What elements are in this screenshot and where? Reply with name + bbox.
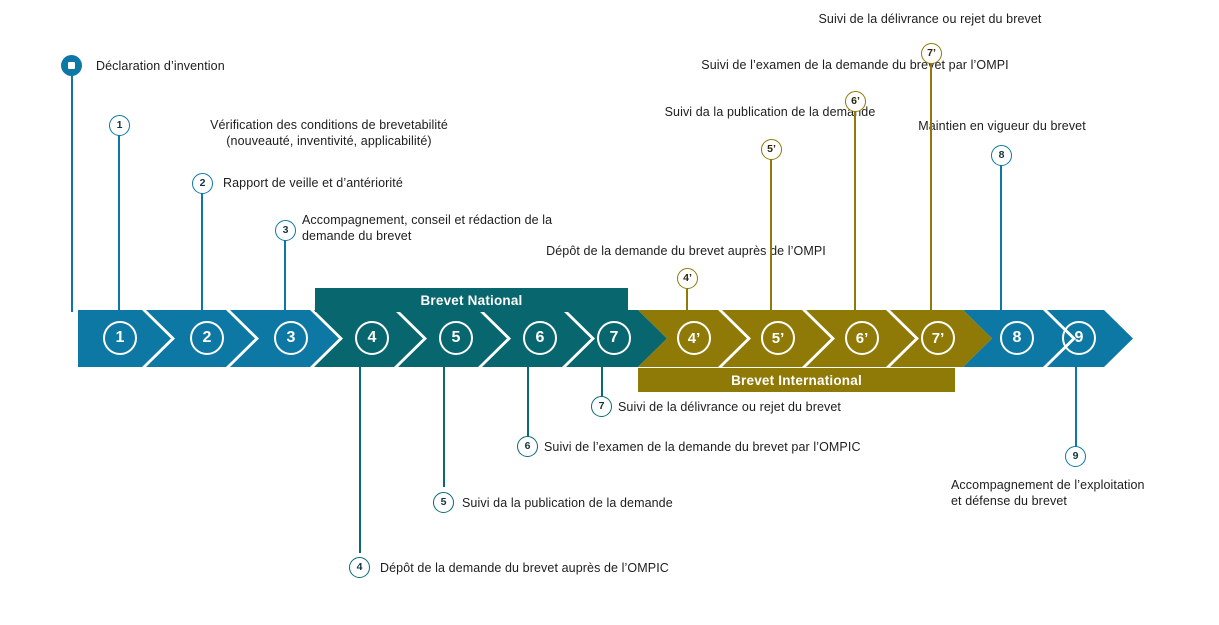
chevron-number-7-text: 7 xyxy=(609,329,619,346)
chevron-number-9: 9 xyxy=(1062,321,1096,355)
callout-marker-8[interactable]: 8 xyxy=(991,145,1012,166)
callout-5-label: Suivi da la publication de la demande xyxy=(462,496,673,510)
chevron-number-5: 5 xyxy=(439,321,473,355)
callout-7-label: Suivi de la délivrance ou rejet du breve… xyxy=(618,400,841,414)
callout-1-label: Vérification des conditions de brevetabi… xyxy=(210,118,448,148)
callout-marker-4-text: 4 xyxy=(356,561,363,574)
callout-marker-2-text: 2 xyxy=(199,177,206,190)
chevron-number-6: 6 xyxy=(523,321,557,355)
chevron-number-3: 3 xyxy=(274,321,308,355)
leader-line-2 xyxy=(201,192,203,312)
chevron-number-8: 8 xyxy=(1000,321,1034,355)
leader-line-7 xyxy=(601,365,603,397)
callout-marker-6p-text: 6’ xyxy=(851,95,860,108)
callout-origin-label: Déclaration d’invention xyxy=(96,59,225,73)
banner-brevet-national: Brevet National xyxy=(315,288,628,312)
callout-marker-5p-text: 5’ xyxy=(767,143,776,156)
callout-marker-7p-text: 7’ xyxy=(927,47,936,60)
banner-brevet-national-label: Brevet National xyxy=(420,292,523,308)
chevron-number-5-text: 5 xyxy=(451,329,461,346)
chevron-number-4: 4 xyxy=(355,321,389,355)
banner-brevet-international: Brevet International xyxy=(638,368,955,392)
callout-marker-3[interactable]: 3 xyxy=(275,220,296,241)
callout-marker-9[interactable]: 9 xyxy=(1065,446,1086,467)
callout-9-label: Accompagnement de l’exploitation et défe… xyxy=(951,478,1145,508)
chevron-number-9-text: 9 xyxy=(1074,329,1084,346)
leader-line-6 xyxy=(527,365,529,437)
leader-line-5p xyxy=(770,158,772,312)
chevron-number-5p: 5’ xyxy=(761,321,795,355)
callout-marker-1[interactable]: 1 xyxy=(109,115,130,136)
leader-line-origin xyxy=(71,72,73,312)
callout-marker-8-text: 8 xyxy=(998,149,1005,162)
chevron-number-8-text: 8 xyxy=(1012,329,1022,346)
callout-marker-7p[interactable]: 7’ xyxy=(921,43,942,64)
origin-dot-inner xyxy=(68,62,75,69)
chevron-number-7p-text: 7’ xyxy=(931,329,945,347)
callout-marker-4[interactable]: 4 xyxy=(349,557,370,578)
leader-line-5 xyxy=(443,365,445,487)
callout-marker-3-text: 3 xyxy=(282,224,289,237)
callout-4-label: Dépôt de la demande du brevet auprès de … xyxy=(380,561,669,575)
callout-marker-5[interactable]: 5 xyxy=(433,492,454,513)
banner-brevet-international-label: Brevet International xyxy=(731,372,862,388)
chevron-number-2-text: 2 xyxy=(202,329,212,346)
callout-6-label: Suivi de l’examen de la demande du breve… xyxy=(544,440,861,454)
callout-2-label: Rapport de veille et d’antériorité xyxy=(223,176,403,190)
leader-line-7p xyxy=(930,62,932,312)
chevron-number-4-text: 4 xyxy=(367,329,377,346)
callout-marker-5-text: 5 xyxy=(440,496,447,509)
callout-marker-4p-text: 4’ xyxy=(683,272,692,285)
callout-3-label: Accompagnement, conseil et rédaction de … xyxy=(302,213,553,243)
callout-6p-label: Suivi de l’examen de la demande du breve… xyxy=(701,58,1009,72)
origin-dot-icon xyxy=(61,55,82,76)
callout-4p-label: Dépôt de la demande du brevet auprès de … xyxy=(546,244,826,258)
callout-7p-label: Suivi de la délivrance ou rejet du breve… xyxy=(818,12,1042,26)
chevron-number-4p-text: 4’ xyxy=(687,329,701,347)
chevron-number-7: 7 xyxy=(597,321,631,355)
leader-line-3 xyxy=(284,239,286,312)
leader-line-6p xyxy=(854,110,856,312)
callout-marker-7-text: 7 xyxy=(598,400,605,413)
chevron-number-7p: 7’ xyxy=(921,321,955,355)
callout-marker-6-text: 6 xyxy=(524,440,531,453)
chevron-number-1-text: 1 xyxy=(115,329,125,346)
callout-marker-2[interactable]: 2 xyxy=(192,173,213,194)
chevron-number-3-text: 3 xyxy=(286,329,296,346)
callout-marker-9-text: 9 xyxy=(1072,450,1079,463)
chevron-number-6p-text: 6’ xyxy=(855,329,869,347)
callout-marker-5p[interactable]: 5’ xyxy=(761,139,782,160)
chevron-number-2: 2 xyxy=(190,321,224,355)
leader-line-9 xyxy=(1075,365,1077,447)
callout-marker-7[interactable]: 7 xyxy=(591,396,612,417)
chevron-number-6-text: 6 xyxy=(535,329,545,346)
chevron-number-6p: 6’ xyxy=(845,321,879,355)
chevron-number-4p: 4’ xyxy=(677,321,711,355)
chevron-number-1: 1 xyxy=(103,321,137,355)
callout-marker-4p[interactable]: 4’ xyxy=(677,268,698,289)
callout-marker-6[interactable]: 6 xyxy=(517,436,538,457)
leader-line-1 xyxy=(118,134,120,312)
chevron-number-5p-text: 5’ xyxy=(771,329,785,347)
callout-marker-6p[interactable]: 6’ xyxy=(845,91,866,112)
callout-marker-1-text: 1 xyxy=(116,119,123,132)
leader-line-4 xyxy=(359,365,361,553)
leader-line-8 xyxy=(1000,164,1002,312)
leader-line-4p xyxy=(686,287,688,312)
